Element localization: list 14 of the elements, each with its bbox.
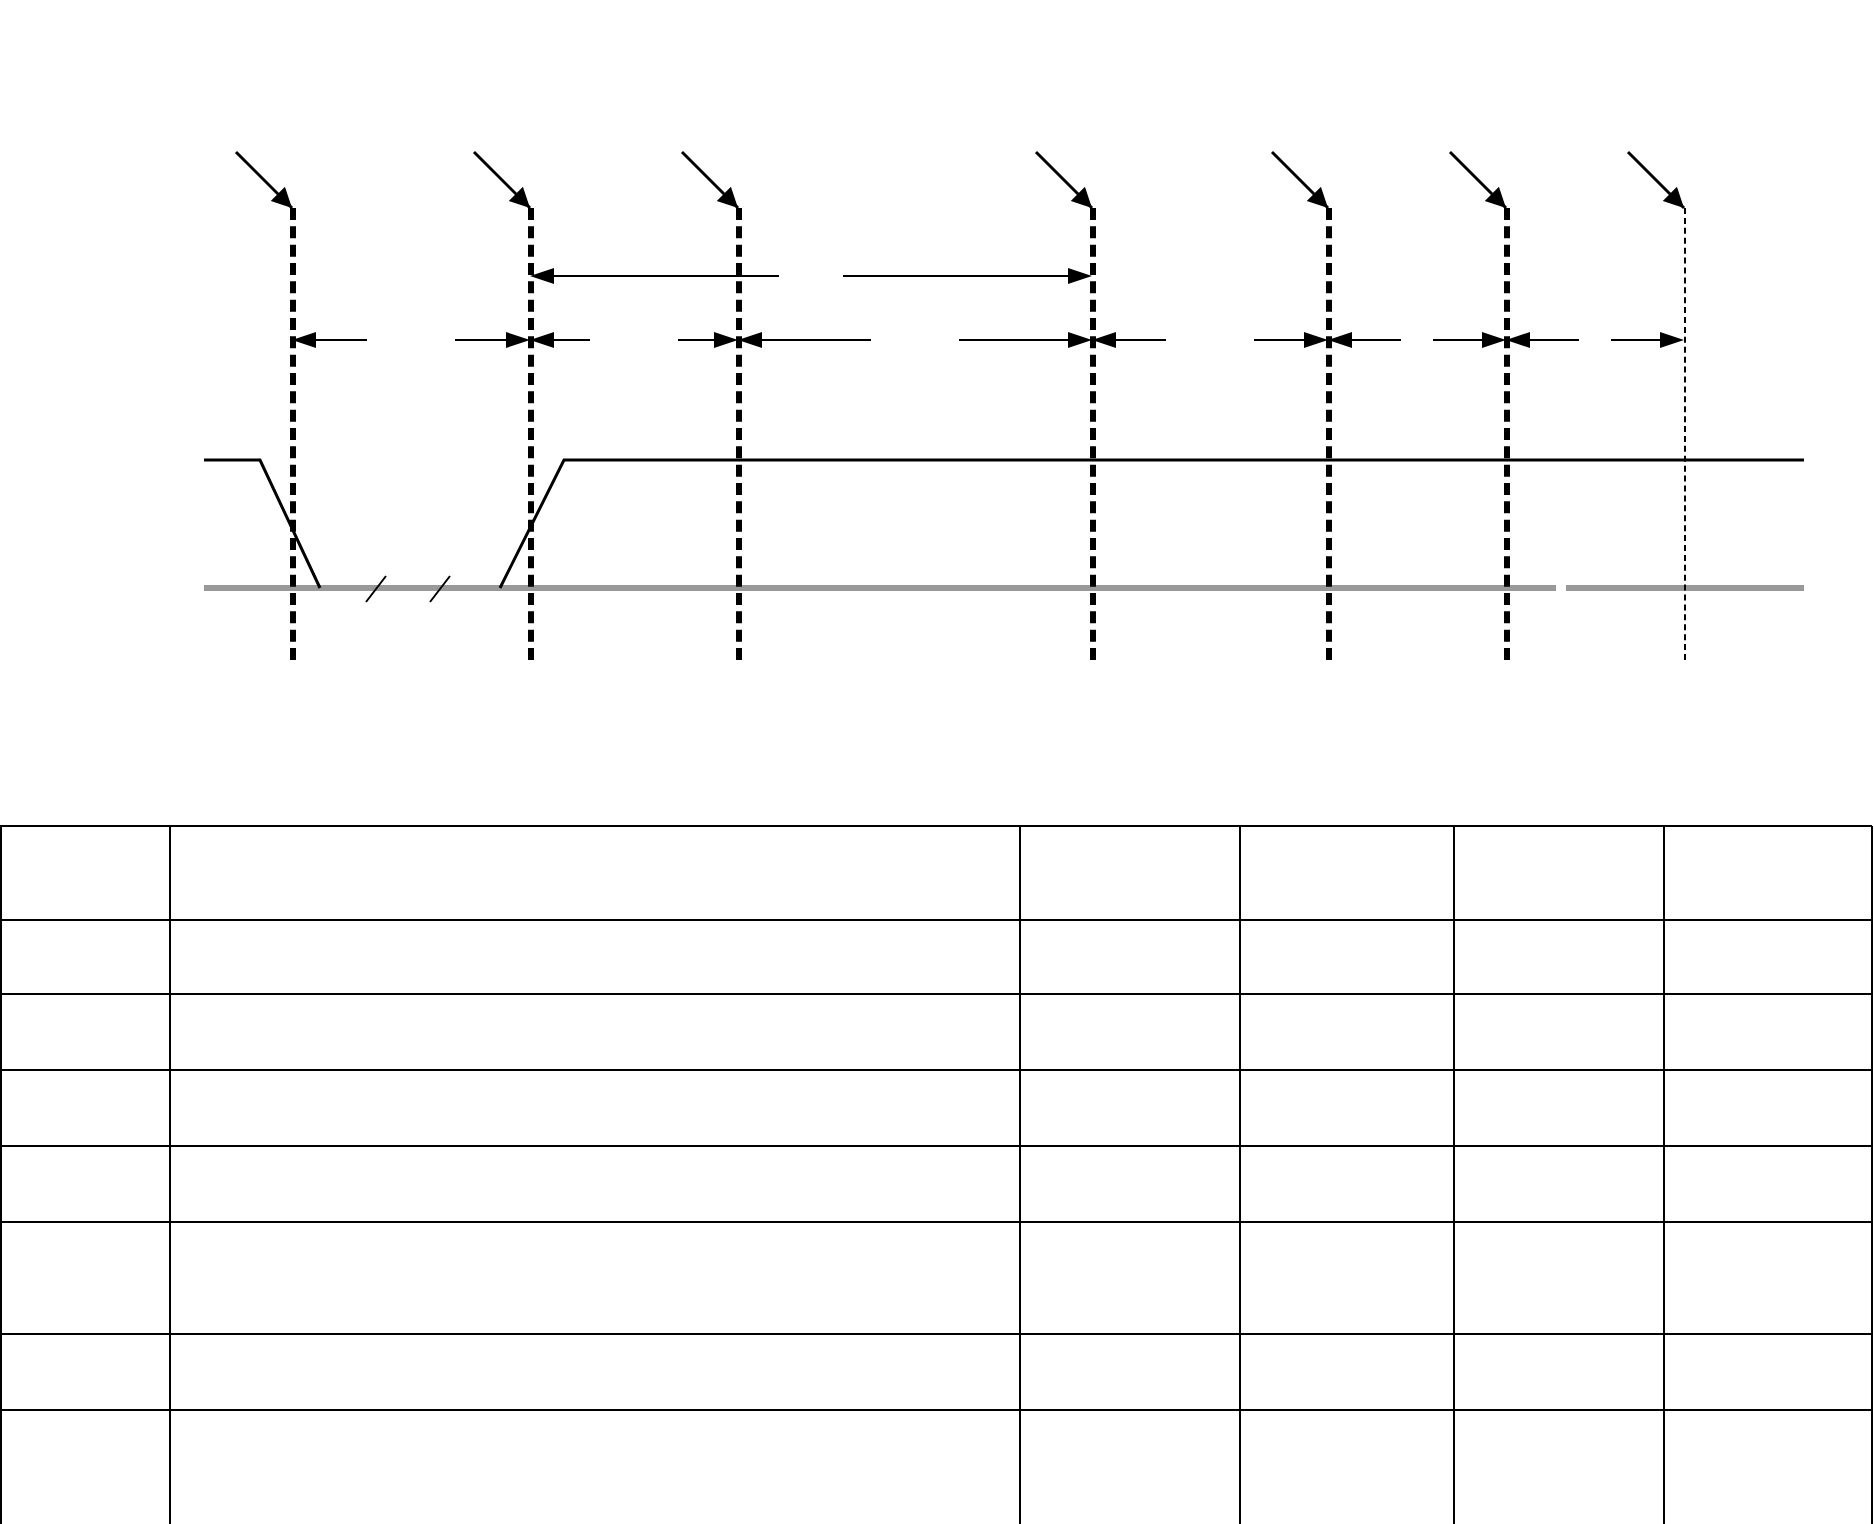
marker-line (1089, 208, 1095, 660)
marker-line (735, 208, 741, 660)
arrow (1626, 150, 1686, 210)
marker-line (527, 208, 533, 660)
marker-line (1683, 208, 1685, 660)
marker-line (1503, 208, 1509, 660)
arrow (1448, 150, 1508, 210)
arrow (1270, 150, 1330, 210)
arrow (680, 150, 740, 210)
arrow (472, 150, 532, 210)
arrow (234, 150, 294, 210)
marker-line (1325, 208, 1331, 660)
arrow (1034, 150, 1094, 210)
marker-line (289, 208, 295, 660)
